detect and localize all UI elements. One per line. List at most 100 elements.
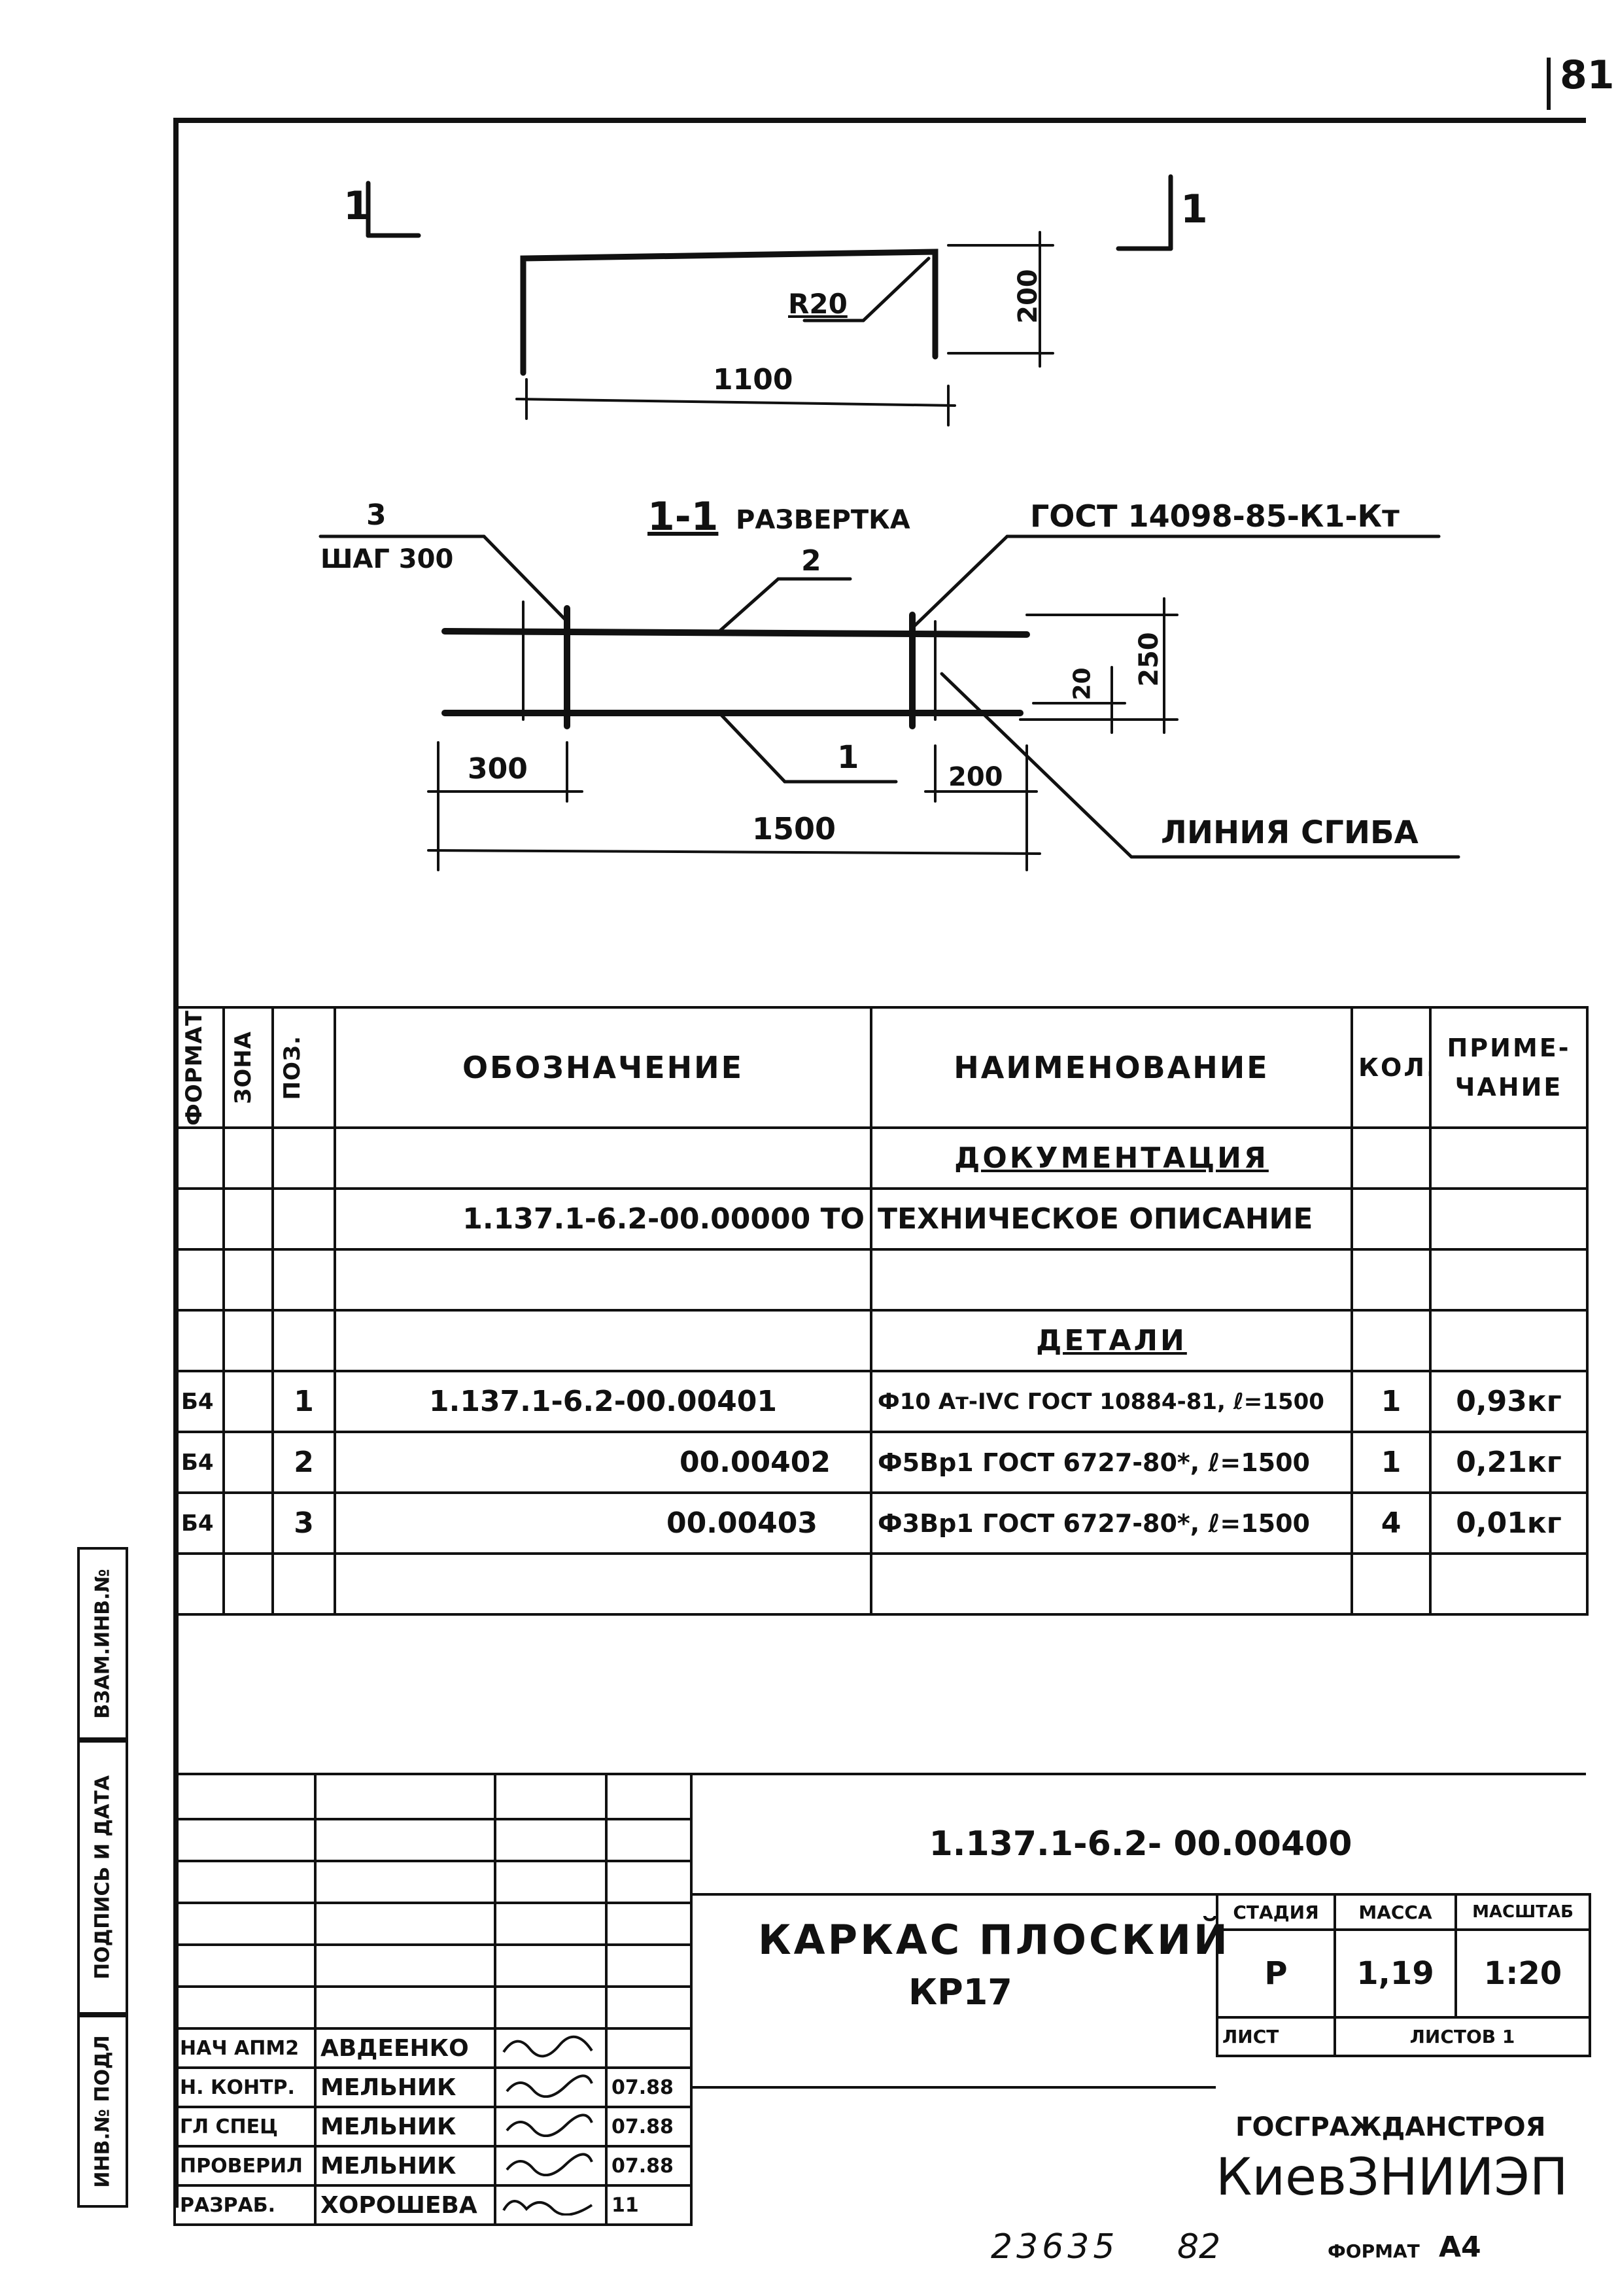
cell-qty: 1 xyxy=(1351,1370,1432,1433)
cell-qty: 4 xyxy=(1351,1491,1432,1555)
header-qty: КОЛ. xyxy=(1351,1006,1432,1129)
side-label-sign-date: ПОДПИСЬ И ДАТА xyxy=(91,1775,114,1980)
cell-pos: 1 xyxy=(271,1370,336,1433)
dim-width-label: 1100 xyxy=(713,363,793,396)
table-row: Б4 3 00.00403 Ф3Вр1 ГОСТ 6727-80*, ℓ=150… xyxy=(173,1491,1589,1555)
spec-header-row: ФОРМАТ ЗОНА ПОЗ. ОБОЗНАЧЕНИЕ НАИМЕНОВАНИ… xyxy=(173,1006,1589,1129)
signer-role: НАЧ АПМ2 xyxy=(173,2027,317,2069)
gost-label: ГОСТ 14098-85-К1-Кт xyxy=(1030,498,1400,534)
rule-code xyxy=(693,1893,1589,1896)
dim-250-label: 250 xyxy=(1133,632,1164,687)
rebar-drawing xyxy=(318,174,1460,871)
signature xyxy=(494,2066,608,2108)
header-designation: ОБОЗНАЧЕНИЕ xyxy=(334,1006,872,1129)
mass-value: 1,19 xyxy=(1334,1928,1457,2019)
header-format: ФОРМАТ xyxy=(173,1006,225,1129)
signer-row: Н. КОНТР. МЕЛЬНИК 07.88 xyxy=(173,2066,693,2108)
cell-name: Ф10 Ат-IVС ГОСТ 10884-81, ℓ=1500 xyxy=(870,1370,1353,1433)
cell-pos: 3 xyxy=(271,1491,336,1555)
cell-name: Ф5Вр1 ГОСТ 6727-80*, ℓ=1500 xyxy=(870,1431,1353,1494)
section-documents: ДОКУМЕНТАЦИЯ xyxy=(870,1126,1353,1190)
callout-1: 1 xyxy=(837,739,859,776)
footer-format-label: ФОРМАТ xyxy=(1328,2240,1420,2262)
signature-grid: НАЧ АПМ2 АВДЕЕНКО Н. КОНТР. МЕЛЬНИК 07.8… xyxy=(173,1773,693,2226)
callout-3: 3 xyxy=(366,498,387,532)
stage-value: Р xyxy=(1216,1928,1336,2019)
signer-date: 07.88 xyxy=(605,2106,693,2148)
side-label-inv-sub: ИНВ.№ ПОДЛ xyxy=(91,2034,114,2188)
section-row: ДЕТАЛИ xyxy=(173,1309,1589,1372)
signer-role: ГЛ СПЕЦ xyxy=(173,2106,317,2148)
rule-title xyxy=(693,2086,1216,2089)
cell-format: Б4 xyxy=(173,1431,225,1494)
header-zone: ЗОНА xyxy=(222,1006,274,1129)
scale-label: МАСШТАБ xyxy=(1454,1893,1591,1931)
dim-20-label: 20 xyxy=(1069,667,1096,701)
sheet-number: 81 xyxy=(1560,52,1615,98)
header-name: НАИМЕНОВАНИЕ xyxy=(870,1006,1353,1129)
cell-pos: 2 xyxy=(271,1431,336,1494)
section-mark-right: 1 xyxy=(1180,186,1208,232)
cell-designation: 00.00402 xyxy=(334,1431,872,1494)
signer-name: МЕЛЬНИК xyxy=(314,2106,496,2148)
sheets-label: ЛИСТОВ 1 xyxy=(1334,2016,1591,2057)
signer-row: РАЗРАБ. ХОРОШЕВА 11 xyxy=(173,2184,693,2226)
footer-format-value: А4 xyxy=(1439,2231,1481,2264)
cell-designation: 00.00403 xyxy=(334,1491,872,1555)
signer-date: 07.88 xyxy=(605,2145,693,2187)
table-row xyxy=(173,1248,1589,1312)
signer-name: АВДЕЕНКО xyxy=(314,2027,496,2069)
cell-format: Б4 xyxy=(173,1370,225,1433)
dim-200-label: 200 xyxy=(948,762,1003,792)
cell-note: 0,21кг xyxy=(1429,1431,1589,1494)
table-row: Б4 2 00.00402 Ф5Вр1 ГОСТ 6727-80*, ℓ=150… xyxy=(173,1431,1589,1494)
signer-name: ХОРОШЕВА xyxy=(314,2184,496,2226)
stage-label: СТАДИЯ xyxy=(1216,1893,1336,1931)
sheet-number-rule xyxy=(1547,58,1551,110)
cell-format: Б4 xyxy=(173,1491,225,1555)
callout-2: 2 xyxy=(801,544,821,578)
cell-qty: 1 xyxy=(1351,1431,1432,1494)
unfold-title: 1-1 xyxy=(647,494,719,540)
cell-name: Ф3Вр1 ГОСТ 6727-80*, ℓ=1500 xyxy=(870,1491,1353,1555)
signature xyxy=(494,2027,608,2069)
side-box-replace-inv: ВЗАМ.ИНВ.№ xyxy=(77,1547,128,1740)
signer-row: ГЛ СПЕЦ МЕЛЬНИК 07.88 xyxy=(173,2106,693,2148)
table-row: Б4 1 1.137.1-6.2-00.00401 Ф10 Ат-IVС ГОС… xyxy=(173,1370,1589,1433)
table-row: 1.137.1-6.2-00.00000 ТО ТЕХНИЧЕСКОЕ ОПИС… xyxy=(173,1187,1589,1251)
unfold-title-suffix: РАЗВЕРТКА xyxy=(736,505,910,535)
callout-step: ШАГ 300 xyxy=(320,544,454,574)
stage-grid: СТАДИЯ МАССА МАСШТАБ Р 1,19 1:20 ЛИСТ ЛИ… xyxy=(1216,1893,1591,2057)
doc-name: ТЕХНИЧЕСКОЕ ОПИСАНИЕ xyxy=(870,1187,1353,1251)
signer-name: МЕЛЬНИК xyxy=(314,2145,496,2187)
signer-row: ПРОВЕРИЛ МЕЛЬНИК 07.88 xyxy=(173,2145,693,2187)
signer-date: 07.88 xyxy=(605,2066,693,2108)
dim-radius-label: R20 xyxy=(788,288,848,320)
signer-date xyxy=(605,2027,693,2069)
section-parts: ДЕТАЛИ xyxy=(870,1309,1353,1372)
org-line-1: ГОСГРАЖДАНСТРОЯ xyxy=(1235,2112,1546,2142)
signature xyxy=(494,2106,608,2148)
signer-row: НАЧ АПМ2 АВДЕЕНКО xyxy=(173,2027,693,2069)
scale-value: 1:20 xyxy=(1454,1928,1591,2019)
cell-note: 0,01кг xyxy=(1429,1491,1589,1555)
signer-role: Н. КОНТР. xyxy=(173,2066,317,2108)
dim-height-label: 200 xyxy=(1012,269,1043,324)
table-row xyxy=(173,1552,1589,1616)
signature xyxy=(494,2145,608,2187)
signer-date: 11 xyxy=(605,2184,693,2226)
section-row: ДОКУМЕНТАЦИЯ xyxy=(173,1126,1589,1190)
title-line-2: КР17 xyxy=(908,1972,1012,2013)
side-box-inv-sub: ИНВ.№ ПОДЛ xyxy=(77,2015,128,2208)
section-mark-left: 1 xyxy=(343,183,371,229)
drawing-code: 1.137.1-6.2- 00.00400 xyxy=(929,1824,1352,1864)
org-line-2: КиевЗНИИЭП xyxy=(1216,2148,1568,2207)
footer-page: 82 xyxy=(1177,2227,1221,2267)
side-box-sign-date: ПОДПИСЬ И ДАТА xyxy=(77,1740,128,2015)
cell-note: 0,93кг xyxy=(1429,1370,1589,1433)
doc-designation: 1.137.1-6.2-00.00000 ТО xyxy=(334,1187,872,1251)
title-block: НАЧ АПМ2 АВДЕЕНКО Н. КОНТР. МЕЛЬНИК 07.8… xyxy=(173,1773,1591,2226)
bend-line-label: ЛИНИЯ СГИБА xyxy=(1161,814,1419,851)
cell-designation: 1.137.1-6.2-00.00401 xyxy=(334,1370,872,1433)
header-note: ПРИМЕ-ЧАНИЕ xyxy=(1429,1006,1589,1129)
